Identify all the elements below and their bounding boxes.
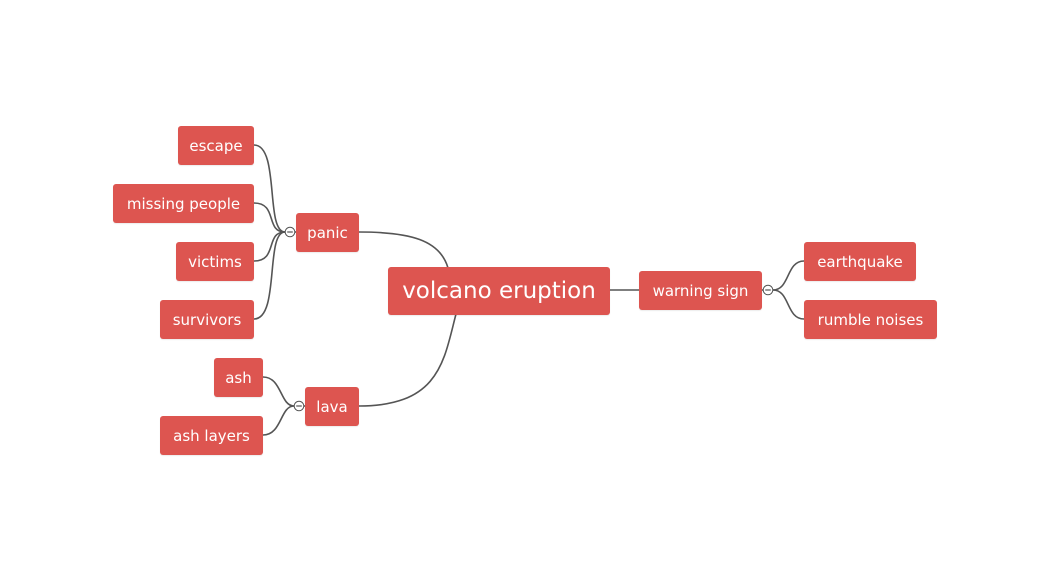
connector-root-panic <box>358 231 449 269</box>
connector-panic-victims <box>253 231 286 262</box>
connector-root-lava <box>358 313 457 407</box>
branch-node-lava[interactable]: lava <box>305 387 359 426</box>
leaf-node-rumble-noises[interactable]: rumble noises <box>804 300 937 339</box>
connector-warning-rumble-noises <box>772 289 805 320</box>
leaf-node-ash-layers[interactable]: ash layers <box>160 416 263 455</box>
connector-panic-survivors <box>253 231 286 320</box>
leaf-node-survivors[interactable]: survivors <box>160 300 254 339</box>
lava-collapse-toggle[interactable] <box>293 400 305 412</box>
warning-sign-collapse-toggle[interactable] <box>762 284 774 296</box>
leaf-node-escape[interactable]: escape <box>178 126 254 165</box>
connector-warning-earthquake <box>772 260 805 291</box>
leaf-node-missing-people[interactable]: missing people <box>113 184 254 223</box>
leaf-node-earthquake[interactable]: earthquake <box>804 242 916 281</box>
leaf-node-ash[interactable]: ash <box>214 358 263 397</box>
connector-panic-escape <box>253 144 286 233</box>
branch-node-panic[interactable]: panic <box>296 213 359 252</box>
connector-panic-missing-people <box>253 202 286 233</box>
panic-collapse-toggle[interactable] <box>284 226 296 238</box>
branch-node-warning-sign[interactable]: warning sign <box>639 271 762 310</box>
leaf-node-victims[interactable]: victims <box>176 242 254 281</box>
root-node-volcano-eruption[interactable]: volcano eruption <box>388 267 610 315</box>
connector-lava-ash-layers <box>262 405 295 436</box>
connector-lava-ash <box>262 376 295 407</box>
